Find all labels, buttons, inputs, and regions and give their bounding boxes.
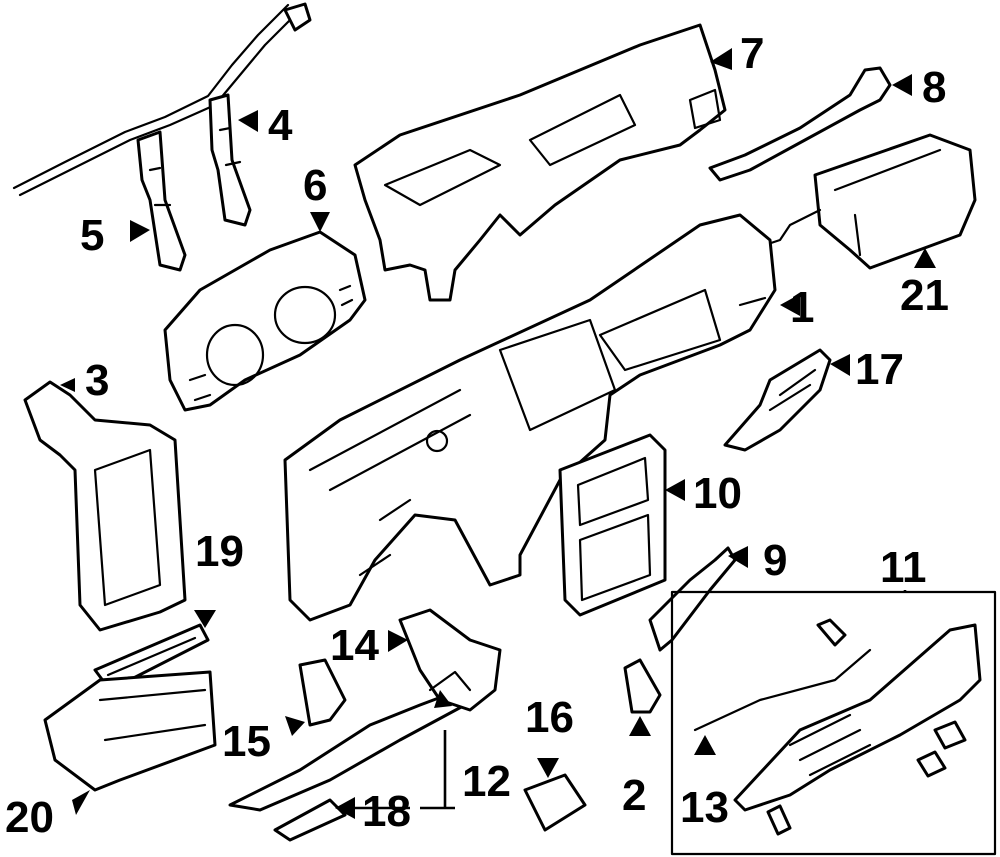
callout-21: 21 [900,271,949,320]
arrow-9 [728,546,748,568]
glove-box-assembly-11 [670,590,997,856]
arrows [60,48,936,819]
arrow-1 [780,294,800,316]
callout-3: 3 [85,356,109,405]
bracket-5 [136,130,187,272]
radio-bezel-10 [558,433,667,617]
pocket-19-20 [43,623,217,792]
callout-16: 16 [525,693,574,742]
arrow-20 [72,790,90,815]
callout-14: 14 [330,621,379,670]
side-trim-17 [723,348,832,452]
callout-17: 17 [855,345,904,394]
callout-11: 11 [880,543,927,592]
clip-16 [523,773,587,832]
arrow-16 [537,758,559,778]
bracket-4 [208,93,252,227]
callout-5: 5 [80,211,104,260]
callout-2: 2 [622,771,646,820]
callout-8: 8 [922,63,946,112]
end-panel-3 [23,380,187,632]
arrow-10 [665,479,685,501]
dash-upper-pad [353,23,727,302]
arrow-4 [238,110,258,132]
arrow-15 [285,716,305,736]
callout-4: 4 [268,101,293,150]
cluster-bezel-6 [163,230,367,412]
arrow-12 [434,690,452,708]
arrow-3 [60,378,75,392]
arrow-21 [914,248,936,268]
arrow-18 [335,797,355,819]
callout-15: 15 [222,717,271,766]
arrow-13 [694,735,716,755]
wire-harness [12,2,312,197]
callout-18: 18 [362,787,411,836]
callout-12: 12 [462,757,511,806]
arrow-14 [388,630,408,652]
leader-lines [350,590,907,810]
callout-10: 10 [693,469,742,518]
arrow-6 [310,212,330,232]
callout-7: 7 [740,29,764,78]
lower-cover-12 [228,608,502,842]
callout-20: 20 [5,793,54,842]
callout-13: 13 [680,783,729,832]
arrow-8 [892,74,912,96]
airbag-module-21 [763,133,977,270]
callout-1: 1 [790,283,814,332]
dash-bracket-8 [708,66,892,182]
arrow-5 [130,220,150,242]
arrow-19 [194,610,216,628]
callout-6: 6 [303,161,327,210]
callout-labels: 1 2 3 4 5 6 7 8 9 10 11 12 13 14 15 16 1… [5,29,949,842]
arrow-2 [629,716,651,736]
callout-9: 9 [763,536,787,585]
clip-2 [623,658,662,714]
arrow-17 [830,354,850,376]
arrow-7 [710,48,732,70]
instrument-panel-1 [283,213,777,622]
callout-19: 19 [195,527,244,576]
